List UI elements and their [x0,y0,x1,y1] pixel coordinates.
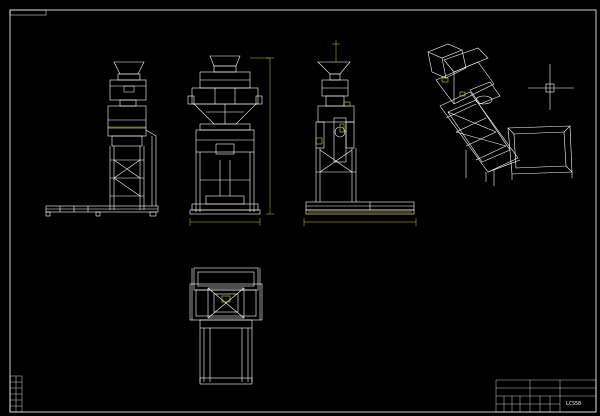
side-view-right [305,61,415,215]
top-view-highlights [221,295,231,303]
isometric-view [427,43,573,186]
isometric-highlights [441,77,466,97]
front-view-dimensions [189,57,274,226]
sheet-border [9,9,597,413]
ucs-crosshair-icon [528,64,574,110]
corner-marker [9,9,47,16]
side-view-left [45,61,159,217]
title-block[interactable] [495,379,597,413]
revision-table [9,375,23,413]
top-view [189,267,263,385]
front-view [187,55,263,215]
side-view-right-highlights [308,101,412,213]
side-view-right-dimensions [303,40,417,226]
drawing-number: LCS50 [566,401,582,407]
